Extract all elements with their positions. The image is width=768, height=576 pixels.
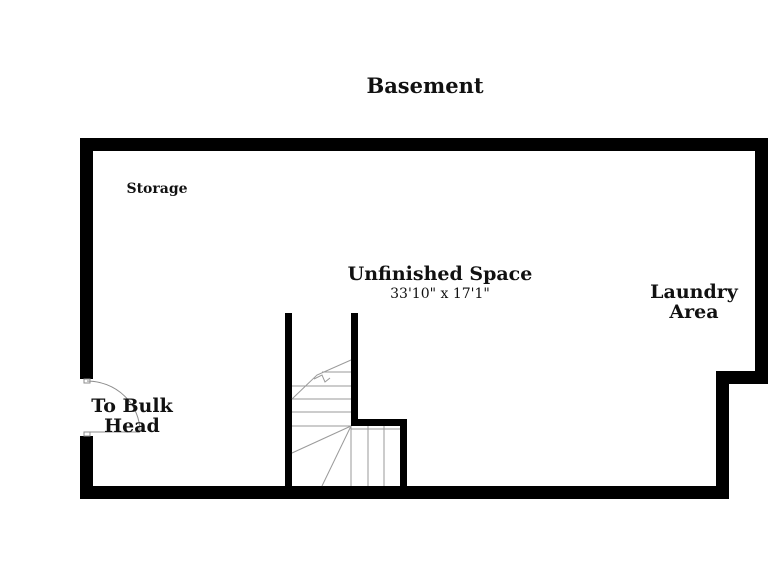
stair-winder (291, 425, 352, 454)
wall-bottom (80, 486, 729, 499)
wall-right-upper (755, 138, 768, 384)
stair-wall-left (285, 313, 292, 490)
unfinished-space-label: Unfinished Space (348, 263, 533, 285)
plan-title: Basement (366, 73, 483, 98)
stair-outer-edge (291, 359, 352, 400)
wall-right-lower (716, 371, 729, 499)
bulkhead-label-line2: Head (104, 415, 160, 437)
laundry-label-line1: Laundry (650, 281, 739, 303)
stair-enclosure-walls (285, 313, 407, 490)
bulkhead-label-line1: To Bulk (91, 395, 173, 417)
stair-winder (321, 425, 352, 487)
staircase (291, 359, 400, 487)
door-jamb-bottom (83, 431, 91, 437)
stair-wall-middle (351, 313, 358, 426)
stair-wall-ledge (351, 419, 407, 426)
wall-left-lower (80, 436, 93, 499)
storage-label: Storage (126, 181, 187, 197)
bulkhead-door[interactable] (83, 378, 141, 437)
stair-wall-right (400, 419, 407, 490)
unfinished-space-dimensions: 33'10" x 17'1" (390, 286, 490, 302)
door-swing-arc (86, 380, 141, 433)
laundry-label-line2: Area (668, 301, 718, 323)
wall-left-upper (80, 138, 93, 379)
exterior-walls (80, 138, 768, 499)
wall-top (80, 138, 768, 151)
stair-arrow (313, 374, 331, 383)
